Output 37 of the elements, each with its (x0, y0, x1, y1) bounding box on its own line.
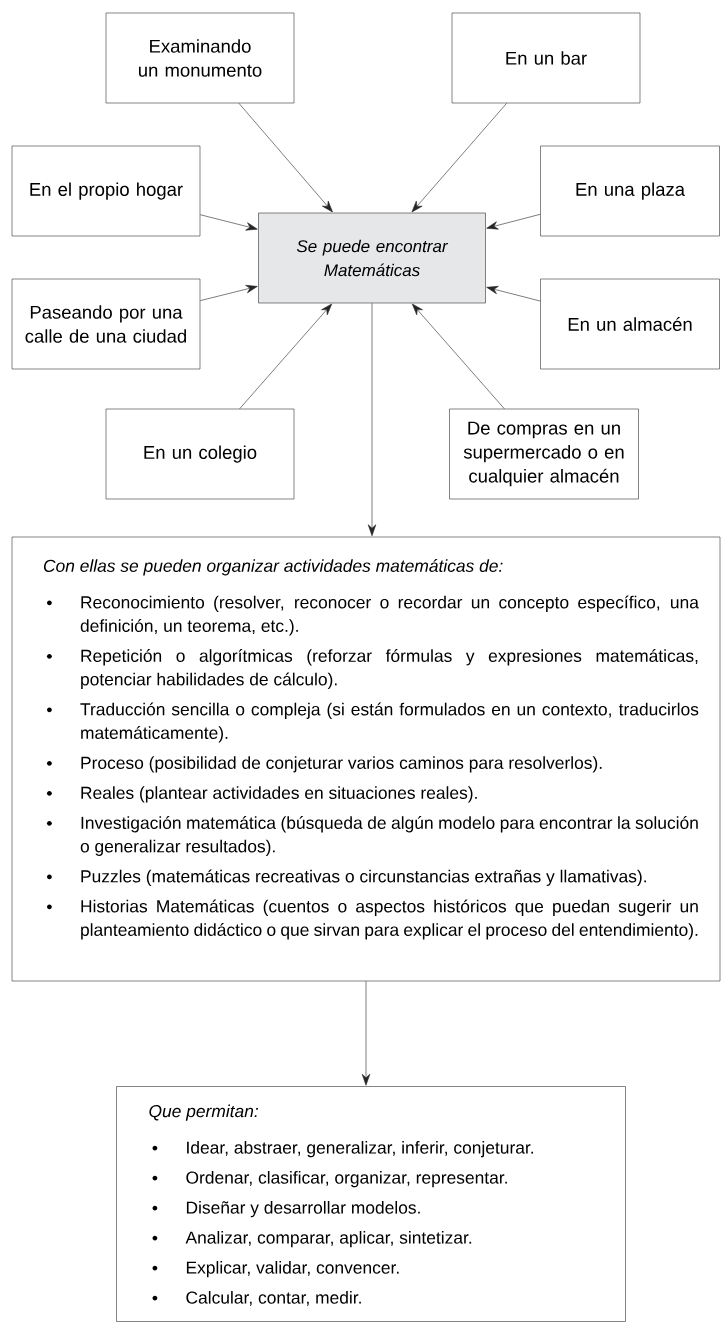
bullet-item: Investigación matemática (búsqueda de algún modelo para encontrar la solución o generalizar resultados). (47, 816, 698, 856)
bullet-item: Analizar, comparar, aplicar, sintetizar. (152, 1231, 472, 1248)
bullet-item: Puzzles (matemáticas recreativas o circunstancias extrañas y llamativas). (47, 869, 646, 886)
list-heading: Con ellas se pueden organizar actividades matemáticas de: (43, 559, 503, 576)
place-box: Examinando un monumento (105, 12, 295, 104)
place-box: Paseando por una calle de una ciudad (11, 278, 201, 370)
bullet-item: Idear, abstraer, generalizar, inferir, conjeturar. (152, 1141, 534, 1158)
list-heading: Que permitan: (149, 1104, 259, 1121)
arrow (411, 103, 507, 213)
arrow (486, 286, 541, 302)
topic-box: Se puede encontrar Matemáticas (258, 212, 486, 304)
bullet-item: Ordenar, clasificar, organizar, representar. (152, 1171, 507, 1188)
arrow (200, 285, 258, 301)
bullet-item: Explicar, validar, convencer. (152, 1261, 399, 1278)
arrow (367, 303, 377, 537)
place-box: En un colegio (105, 408, 295, 500)
arrow (200, 214, 258, 231)
bullet-item: Repetición o algorítmicas (reforzar fórmulas y expresiones matemáticas, potenciar habilidades de cálculo). (47, 649, 698, 689)
arrow (486, 214, 541, 230)
arrow (239, 303, 332, 409)
place-box: En una plaza (540, 145, 720, 237)
bullet-item: Calcular, contar, medir. (152, 1291, 361, 1306)
arrow (361, 981, 371, 1086)
arrow (238, 103, 333, 213)
arrow (412, 303, 505, 409)
place-box: En el propio hogar (11, 145, 201, 237)
bullet-item: Traducción sencilla o compleja (si están formulados en un contexto, traducirlos matemáticamente). (47, 702, 699, 743)
list-box (11, 536, 721, 982)
bullet-item: Diseñar y desarrollar modelos. (152, 1201, 420, 1218)
place-box: De compras en un supermercado o en cualquier almacén (449, 408, 639, 500)
bullet-item: Proceso (posibilidad de conjeturar varios caminos para resolverlos). (47, 756, 602, 773)
place-box: En un almacén (540, 278, 720, 370)
place-box: En un bar (451, 12, 641, 104)
list-box (116, 1086, 626, 1322)
bullet-item: Historias Matemáticas (cuentos o aspectos históricos que puedan sugerir un planteamiento didáctico o que sirvan para explicar el proceso del entendimiento). (47, 899, 698, 940)
bullet-item: Reconocimiento (resolver, reconocer o recordar un concepto específico, una definición, un teorema, etc.). (47, 595, 699, 636)
bullet-item: Reales (plantear actividades en situaciones reales). (47, 786, 477, 803)
